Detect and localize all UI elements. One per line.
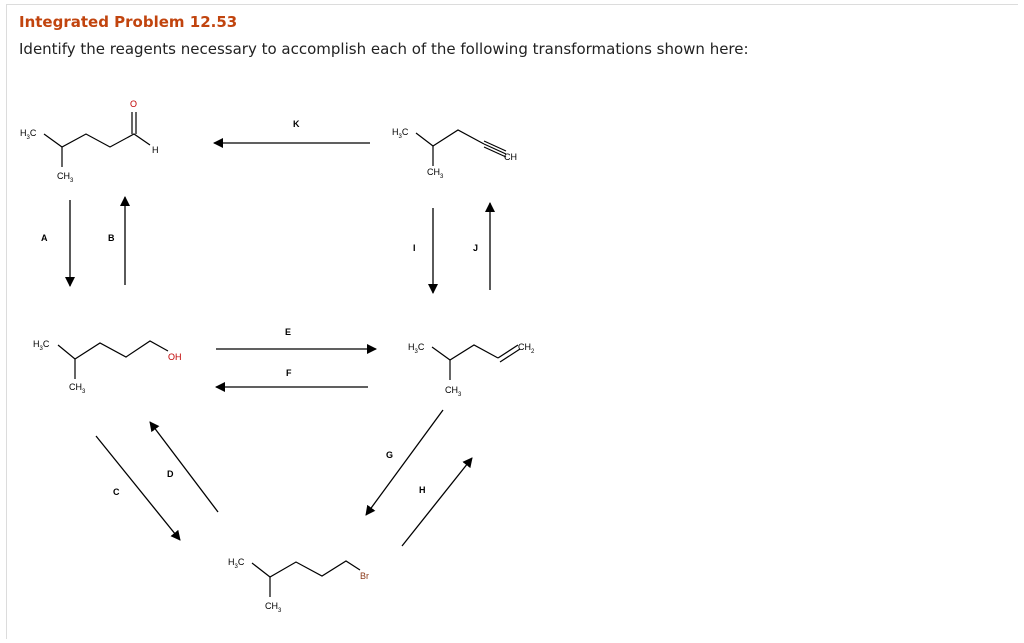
bromide-h3c: H3C — [228, 557, 245, 570]
label-g: G — [386, 450, 393, 460]
alkene-molecule: H3C CH2 CH3 — [408, 342, 535, 398]
aldehyde-oxygen: O — [130, 99, 137, 109]
arrow-h — [401, 457, 473, 547]
alkene-ch2: CH2 — [518, 342, 535, 355]
label-d: D — [167, 469, 174, 479]
arrow-d — [149, 421, 219, 513]
alkene-h3c: H3C — [408, 342, 425, 355]
alkyne-ch: CH — [504, 152, 517, 162]
label-h: H — [419, 485, 426, 495]
label-j: J — [473, 243, 478, 253]
alkyne-molecule: H3C CH CH3 — [392, 127, 517, 180]
arrow-g — [365, 409, 444, 516]
label-f: F — [286, 368, 292, 378]
aldehyde-h: H — [152, 145, 159, 155]
label-b: B — [108, 233, 115, 243]
label-e: E — [285, 327, 291, 337]
aldehyde-molecule: H3C O H CH3 — [20, 99, 159, 184]
problem-prompt: Identify the reagents necessary to accom… — [19, 40, 749, 58]
label-c: C — [113, 487, 120, 497]
alkyne-h3c: H3C — [392, 127, 409, 140]
bromide-ch3: CH3 — [265, 601, 282, 614]
bromide-molecule: H3C Br CH3 — [228, 557, 369, 614]
alcohol-oh: OH — [168, 352, 182, 362]
label-i: I — [413, 243, 416, 253]
alkyne-ch3: CH3 — [427, 167, 444, 180]
aldehyde-h3c: H3C — [20, 128, 37, 141]
problem-title: Integrated Problem 12.53 — [19, 13, 238, 31]
label-k: K — [293, 119, 300, 129]
alcohol-molecule: H3C OH CH3 — [33, 339, 182, 395]
alcohol-h3c: H3C — [33, 339, 50, 352]
alcohol-ch3: CH3 — [69, 382, 86, 395]
aldehyde-ch3: CH3 — [57, 171, 74, 184]
alkene-ch3: CH3 — [445, 385, 462, 398]
label-a: A — [41, 233, 48, 243]
content-frame — [6, 4, 1018, 639]
arrow-c — [95, 435, 181, 541]
bromide-br: Br — [360, 571, 369, 581]
